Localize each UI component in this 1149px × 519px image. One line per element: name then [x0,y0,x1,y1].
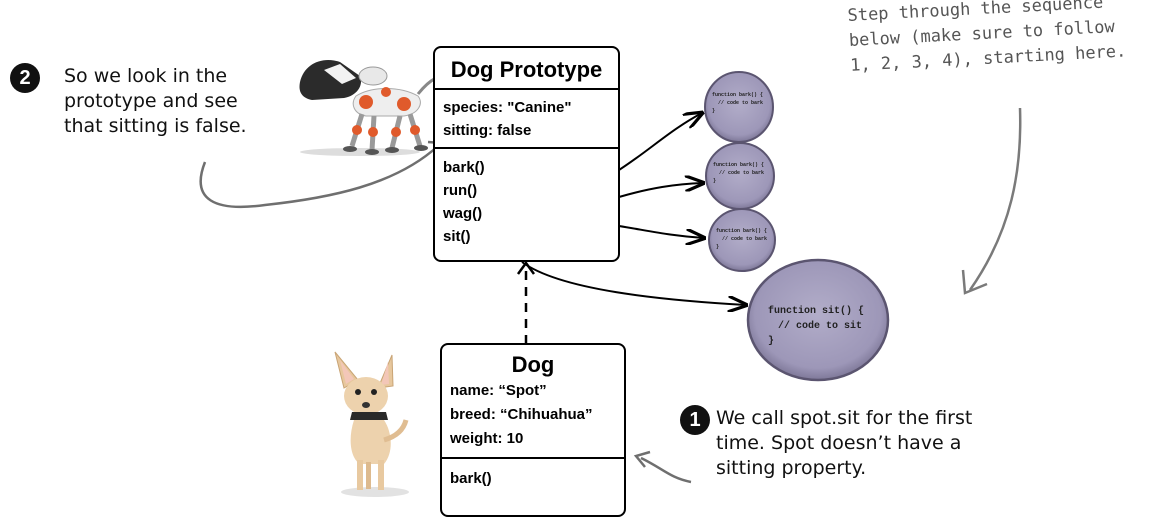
step1-curve-arrow [640,456,692,484]
dog-properties: name: “Spot” breed: “Chihuahua” weight: … [442,379,624,457]
dog-title: Dog [511,352,555,377]
step2-badge: 2 [10,63,40,93]
dog-box: Dog name: “Spot” breed: “Chihuahua” weig… [440,343,626,517]
sit-arrow [521,261,746,305]
blob-line: } [712,108,715,114]
bark-arrow [618,113,702,171]
blob-line: // code to bark [718,100,763,106]
step2-line: So we look in the [64,65,228,87]
blob-line: } [713,178,716,184]
blob-line: function bark() { [712,92,763,98]
run-arrow [618,183,703,198]
blob-line: // code to bark [722,236,767,242]
property-sitting: sitting: false [443,122,532,139]
step1-badge: 1 [680,405,710,435]
sit-function-blob: function sit() { // code to sit } [746,258,890,382]
property-species: species: "Canine" [443,99,572,116]
dog-prototype-box: Dog Prototype species: "Canine" sitting:… [433,46,620,262]
blob-line: } [716,244,719,250]
method-run: run() [443,182,478,199]
step1-line: time. Spot doesn’t have a [716,432,962,454]
blob-line: // code to sit [778,320,862,332]
step2-line: prototype and see [64,90,238,112]
bark-function-blob-1: function bark() { // code to bark } [704,71,774,143]
dog-methods: bark() [442,457,624,490]
method-wag: wag() [443,205,483,222]
property-weight: weight: 10 [450,430,524,447]
bark-function-blob-3: function bark() { // code to bark } [708,208,776,272]
prototype-properties: species: "Canine" sitting: false [435,88,618,147]
inheritance-arrowhead [516,260,536,275]
blob-line: } [768,335,774,347]
property-breed: breed: “Chihuahua” [450,406,593,423]
prototype-methods: bark() run() wag() sit() [435,147,618,248]
blob-line: function bark() { [716,228,767,234]
step2-line: that sitting is false. [64,115,247,137]
step2-curve-arrow [199,145,439,209]
property-name: name: “Spot” [450,382,547,399]
robot-dog-illustration [299,60,437,156]
dog-prototype-title: Dog Prototype [450,57,603,82]
method-sit: sit() [443,228,471,245]
step1-line: sitting property. [716,457,867,479]
note-arrowhead [961,269,988,295]
blob-line: function sit() { [768,305,864,317]
step1-caption: We call spot.sit for the first time. Spo… [716,406,972,481]
wag-arrow [618,225,704,238]
step2-caption: So we look in the prototype and see that… [64,64,247,139]
method-bark: bark() [443,159,485,176]
blob-line: function bark() { [713,162,764,168]
chihuahua-illustration [334,351,409,497]
step1-line: We call spot.sit for the first [716,407,973,429]
note-arrow [968,107,1022,291]
method-bark: bark() [450,470,492,487]
bark-function-blob-2: function bark() { // code to bark } [705,142,775,210]
blob-line: // code to bark [719,170,764,176]
step1-curve-arrowhead [633,450,651,468]
